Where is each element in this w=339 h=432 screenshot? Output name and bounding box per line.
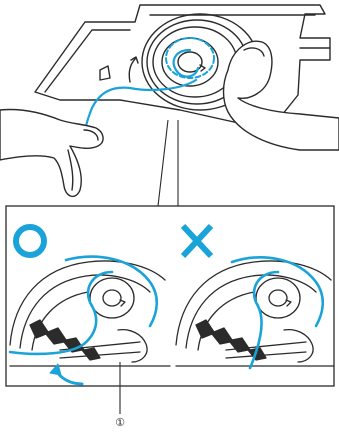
- inset-panel: [6, 206, 334, 386]
- inset-pointer-lines: [158, 120, 178, 206]
- top-illustration: [0, 5, 339, 196]
- thread-direction-arrow: [129, 57, 138, 82]
- plate-hook: [100, 66, 110, 80]
- machine-plate: [35, 5, 330, 130]
- callout-number: ①: [115, 416, 125, 429]
- bobbin-hub-notch: [200, 65, 205, 71]
- right-hand: [224, 41, 339, 150]
